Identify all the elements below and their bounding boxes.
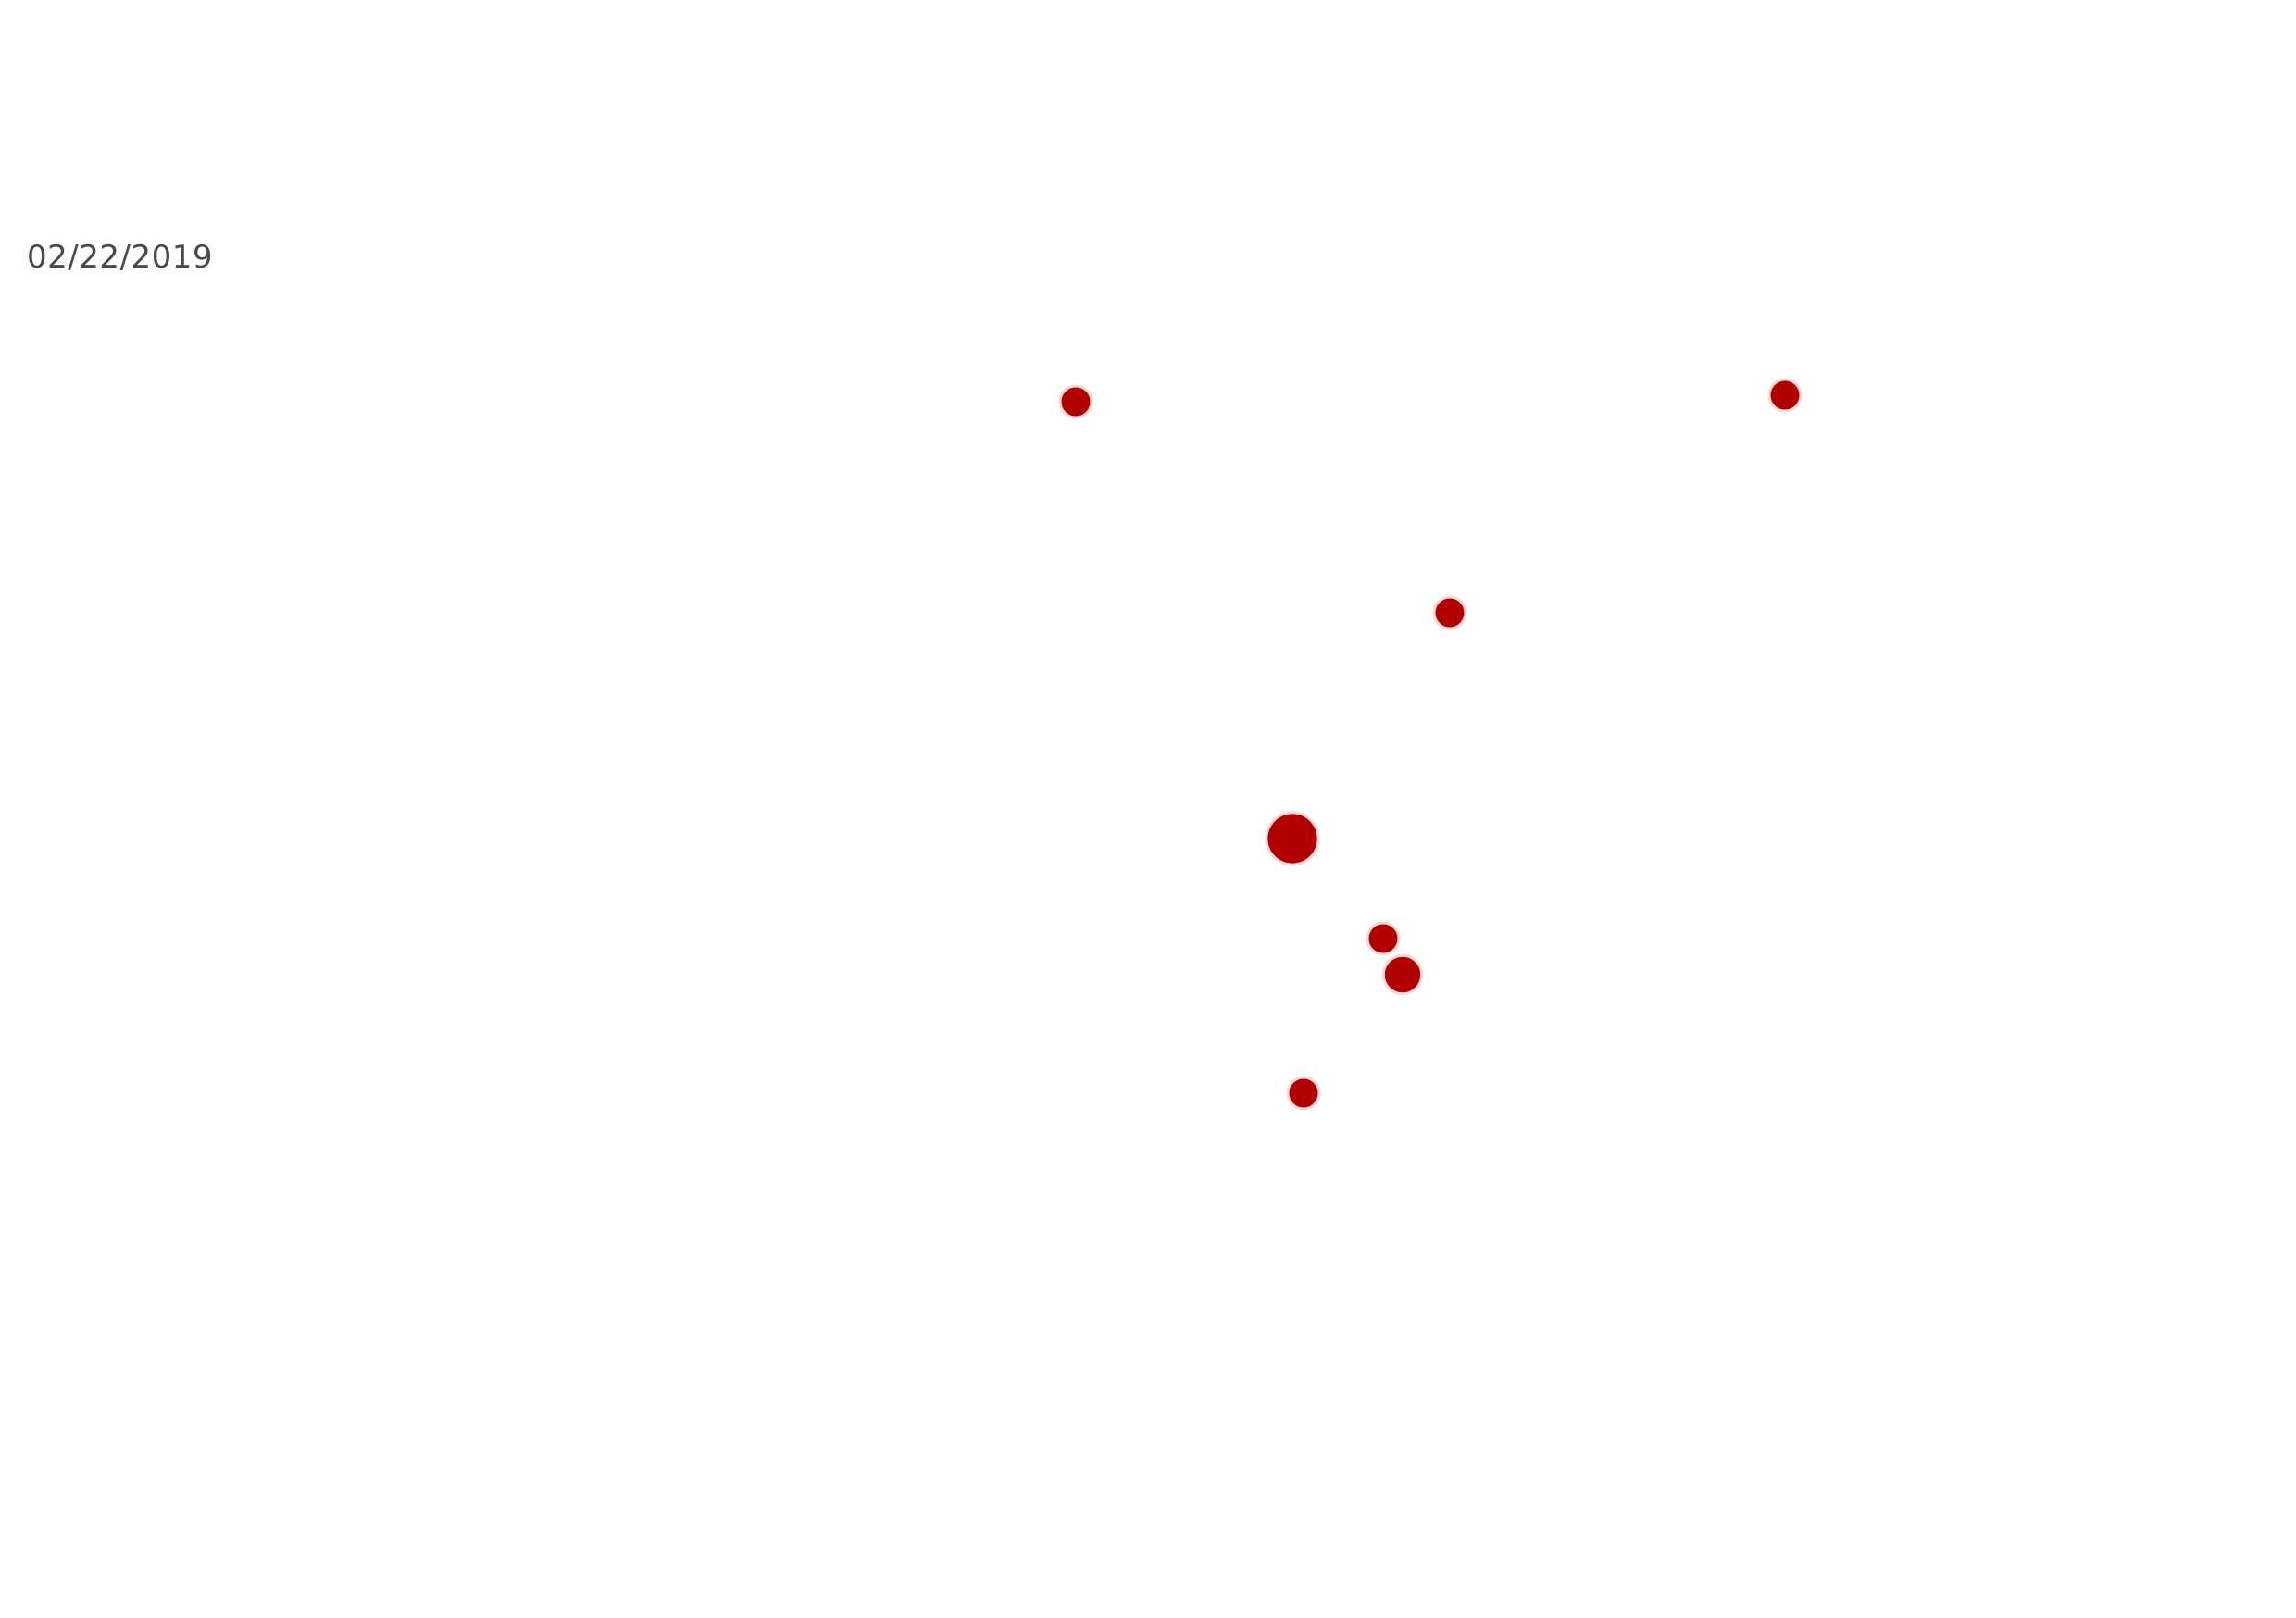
map-marker[interactable] [1265,811,1320,866]
map-marker[interactable] [1366,921,1401,956]
map-marker[interactable] [1432,595,1467,630]
map-marker[interactable] [1058,384,1093,419]
map-marker[interactable] [1286,1076,1321,1111]
date-label: 02/22/2019 [27,239,213,276]
map-marker[interactable] [1767,378,1803,413]
map-marker[interactable] [1381,953,1424,996]
